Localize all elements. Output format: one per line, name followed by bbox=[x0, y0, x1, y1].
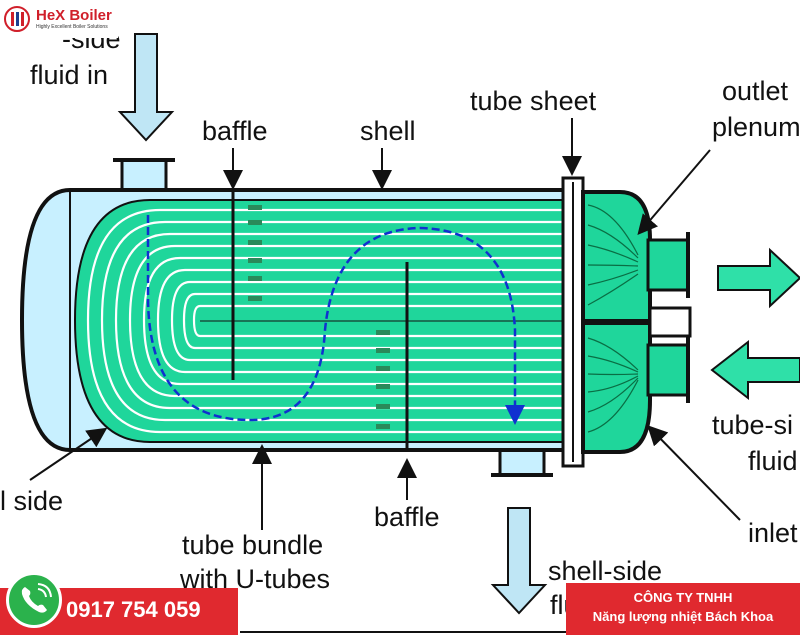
label-baffle-top: baffle bbox=[202, 116, 268, 146]
tube-side-inlet-nozzle bbox=[646, 337, 690, 403]
label-tube-side-fluid-2: fluid bbox=[748, 446, 798, 476]
label-shell: shell bbox=[360, 116, 416, 146]
hex-boiler-logo-icon bbox=[4, 6, 30, 32]
baffle-upper bbox=[231, 192, 262, 380]
phone-number[interactable]: 0917 754 059 bbox=[66, 597, 201, 622]
label-shell-side-left: l side bbox=[0, 486, 64, 516]
company-name-line1: CÔNG TY TNHH bbox=[633, 590, 733, 605]
channel-head bbox=[581, 190, 652, 454]
shell-side-inlet-arrow bbox=[117, 33, 175, 142]
tube-sheet bbox=[561, 176, 585, 468]
shell-inlet-nozzle bbox=[113, 158, 175, 194]
company-banner: CÔNG TY TNHH Năng lượng nhiệt Bách Khoa bbox=[566, 583, 800, 635]
label-tube-sheet: tube sheet bbox=[470, 86, 597, 116]
label-tube-bundle-1: tube bundle bbox=[182, 530, 324, 560]
phone-banner[interactable]: 0917 754 059 bbox=[0, 572, 238, 635]
label-shell-side-fluid-in-2: fluid in bbox=[30, 60, 109, 90]
label-outlet-plenum-2: plenum bbox=[712, 112, 800, 142]
phone-icon[interactable] bbox=[6, 572, 62, 628]
brand-tagline: Highly Excellent Boiler Solutions bbox=[36, 24, 108, 30]
tube-side-outlet-arrow bbox=[717, 247, 800, 309]
tube-side-inlet-arrow bbox=[710, 339, 800, 401]
pointer-shell-side-left bbox=[29, 427, 108, 481]
brand-name: HeX Boiler bbox=[36, 7, 112, 24]
tube-bundle bbox=[73, 199, 571, 443]
tube-side-outlet-nozzle bbox=[646, 232, 692, 338]
label-baffle-bottom: baffle bbox=[374, 502, 440, 532]
brand-logo[interactable]: HeX Boiler Highly Excellent Boiler Solut… bbox=[0, 0, 118, 38]
shell-side-outlet-arrow bbox=[490, 507, 548, 615]
label-tube-side-fluid-1: tube-si bbox=[712, 410, 794, 440]
baffle-lower bbox=[376, 262, 409, 448]
pointer-outlet-plenum bbox=[637, 149, 711, 236]
company-name-line2: Năng lượng nhiệt Bách Khoa bbox=[592, 609, 774, 624]
label-outlet-plenum-1: outlet bbox=[722, 76, 789, 106]
shell-side-flow-path bbox=[146, 215, 525, 425]
pointer-inlet bbox=[647, 425, 741, 521]
label-inlet: inlet bbox=[748, 518, 798, 548]
label-shell-side-fluid-out-1: shell-side bbox=[548, 556, 663, 586]
